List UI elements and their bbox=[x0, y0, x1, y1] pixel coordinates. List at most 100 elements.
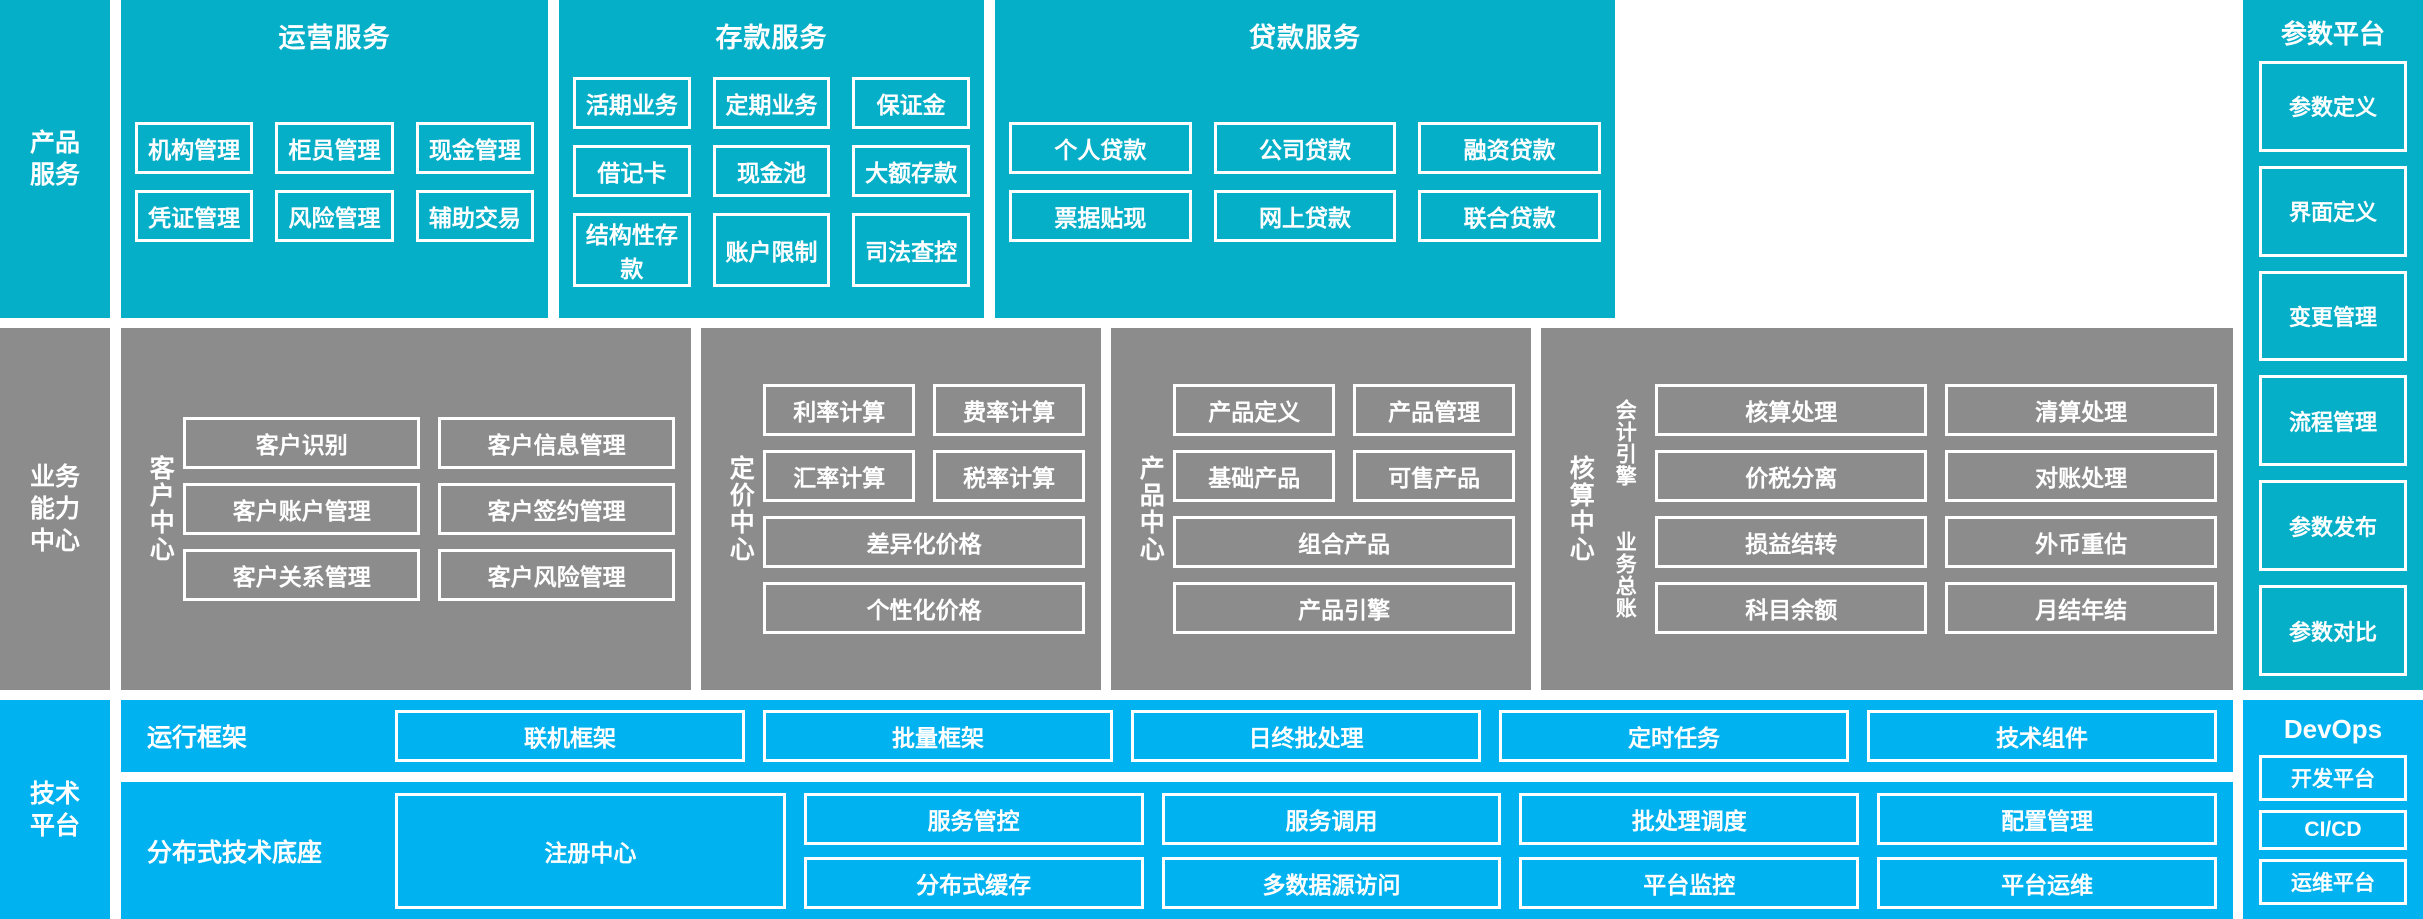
cell-foreign-currency-revaluation[interactable]: 外币重估 bbox=[1945, 516, 2217, 568]
layer-label-product-service: 产品 服务 bbox=[0, 0, 110, 318]
group-customer-center: 客户中心 客户识别 客户信息管理 客户账户管理 客户签约管理 客户关系管理 客户… bbox=[121, 328, 691, 690]
cell-org-management[interactable]: 机构管理 bbox=[135, 121, 254, 174]
layer-technology-platform: 技术 平台 运行框架 联机框架 批量框架 日终批处理 定时任务 技术组件 bbox=[0, 700, 2233, 919]
cell-risk-management[interactable]: 风险管理 bbox=[275, 189, 394, 242]
cell-sellable-product[interactable]: 可售产品 bbox=[1353, 450, 1515, 502]
rail-cell-parameter-publish[interactable]: 参数发布 bbox=[2259, 480, 2407, 572]
layer-label-business-capability: 业务 能力 中心 bbox=[0, 328, 110, 690]
cell-tax-rate-calc[interactable]: 税率计算 bbox=[933, 450, 1085, 502]
technology-platform-label-line1: 技术 bbox=[29, 779, 80, 808]
cell-account-balance[interactable]: 科目余额 bbox=[1655, 582, 1928, 634]
cell-end-of-day-batch[interactable]: 日终批处理 bbox=[1131, 710, 1481, 762]
cell-customer-info-management[interactable]: 客户信息管理 bbox=[438, 417, 675, 469]
vlabel-product-center: 产品中心 bbox=[1136, 455, 1165, 563]
cell-voucher-management[interactable]: 凭证管理 bbox=[135, 189, 254, 242]
group-accounting-center: 核算中心 会计引擎 核算处理 清算处理 价税分离 对账处理 bbox=[1541, 328, 2233, 690]
vlabel-business-ledger: 业务总账 bbox=[1613, 531, 1637, 619]
cell-distributed-cache[interactable]: 分布式缓存 bbox=[803, 856, 1144, 909]
group-product-center: 产品中心 产品定义 产品管理 基础产品 可售产品 组合产品 产品引擎 bbox=[1111, 328, 1531, 690]
cell-debit-card[interactable]: 借记卡 bbox=[573, 144, 691, 197]
panel-devops: DevOps 开发平台 CI/CD 运维平台 bbox=[2243, 700, 2423, 919]
cell-technical-component[interactable]: 技术组件 bbox=[1867, 710, 2217, 762]
rail-cell-parameter-definition[interactable]: 参数定义 bbox=[2259, 61, 2407, 152]
cell-product-management[interactable]: 产品管理 bbox=[1353, 384, 1515, 436]
cell-teller-management[interactable]: 柜员管理 bbox=[275, 121, 394, 174]
cell-structured-deposit[interactable]: 结构性存款 bbox=[573, 212, 691, 287]
cell-customer-relation-management[interactable]: 客户关系管理 bbox=[183, 549, 421, 601]
cell-product-definition[interactable]: 产品定义 bbox=[1173, 384, 1336, 436]
cell-corporate-loan[interactable]: 公司贷款 bbox=[1213, 121, 1397, 174]
layers-stack: 产品 服务 运营服务 机构管理 柜员管理 现金管理 凭证管理 风险管理 bbox=[0, 0, 2233, 919]
group-title-operation-service: 运营服务 bbox=[278, 23, 391, 53]
cell-customer-risk-management[interactable]: 客户风险管理 bbox=[438, 549, 675, 601]
cell-service-governance[interactable]: 服务管控 bbox=[803, 792, 1144, 845]
cell-exchange-rate-calc[interactable]: 汇率计算 bbox=[763, 450, 916, 502]
group-deposit-service: 存款服务 活期业务 定期业务 保证金 借记卡 现金池 大额存款 结构性存款 账户… bbox=[559, 0, 984, 318]
product-service-label-line2: 服务 bbox=[29, 161, 80, 189]
rail-cell-dev-platform[interactable]: 开发平台 bbox=[2259, 755, 2407, 801]
panel-title-parameter-platform: 参数平台 bbox=[2280, 19, 2385, 49]
cell-cash-pool[interactable]: 现金池 bbox=[712, 144, 831, 197]
cell-scheduled-task[interactable]: 定时任务 bbox=[1499, 710, 1849, 762]
layer-product-service: 产品 服务 运营服务 机构管理 柜员管理 现金管理 凭证管理 风险管理 bbox=[0, 0, 2233, 318]
cell-basic-product[interactable]: 基础产品 bbox=[1173, 450, 1336, 502]
cell-judicial-control[interactable]: 司法查控 bbox=[852, 212, 970, 287]
vlabel-accounting-center: 核算中心 bbox=[1566, 455, 1595, 563]
cell-financing-loan[interactable]: 融资贷款 bbox=[1418, 121, 1601, 174]
cell-platform-operations[interactable]: 平台运维 bbox=[1877, 856, 2217, 909]
cell-online-loan[interactable]: 网上贷款 bbox=[1213, 189, 1397, 242]
cell-batch-framework[interactable]: 批量框架 bbox=[763, 710, 1113, 762]
cell-batch-scheduling[interactable]: 批处理调度 bbox=[1519, 792, 1860, 845]
right-rail: 参数平台 参数定义 界面定义 变更管理 流程管理 参数发布 参数对比 DevOp… bbox=[2243, 0, 2423, 919]
group-loan-service: 贷款服务 个人贷款 公司贷款 融资贷款 票据贴现 网上贷款 联合贷款 bbox=[995, 0, 1615, 318]
cell-registry-center[interactable]: 注册中心 bbox=[395, 792, 786, 909]
cell-combined-product[interactable]: 组合产品 bbox=[1173, 516, 1515, 568]
cell-service-invocation[interactable]: 服务调用 bbox=[1161, 792, 1502, 845]
cell-fee-rate-calc[interactable]: 费率计算 bbox=[933, 384, 1085, 436]
group-pricing-center: 定价中心 利率计算 费率计算 汇率计算 税率计算 差异化价格 个性化价格 bbox=[701, 328, 1101, 690]
business-capability-label-line2: 能力 bbox=[29, 495, 80, 523]
cell-platform-monitoring[interactable]: 平台监控 bbox=[1519, 856, 1860, 909]
product-service-label-line1: 产品 bbox=[29, 129, 80, 157]
cell-customer-contract-management[interactable]: 客户签约管理 bbox=[438, 483, 675, 535]
cell-differentiated-pricing[interactable]: 差异化价格 bbox=[763, 516, 1085, 568]
cell-personalized-pricing[interactable]: 个性化价格 bbox=[763, 582, 1085, 634]
business-capability-label-line3: 中心 bbox=[29, 527, 80, 555]
cell-multi-datasource-access[interactable]: 多数据源访问 bbox=[1161, 856, 1502, 909]
cell-cash-management[interactable]: 现金管理 bbox=[415, 121, 534, 174]
cell-online-framework[interactable]: 联机框架 bbox=[395, 710, 745, 762]
cell-price-tax-separation[interactable]: 价税分离 bbox=[1655, 450, 1928, 502]
cell-account-restriction[interactable]: 账户限制 bbox=[712, 212, 831, 287]
cell-bill-discount[interactable]: 票据贴现 bbox=[1009, 189, 1192, 242]
rail-cell-process-management[interactable]: 流程管理 bbox=[2259, 375, 2407, 467]
cell-personal-loan[interactable]: 个人贷款 bbox=[1009, 121, 1192, 174]
cell-auxiliary-transaction[interactable]: 辅助交易 bbox=[415, 189, 534, 242]
rail-cell-change-management[interactable]: 变更管理 bbox=[2259, 270, 2407, 362]
cell-interest-rate-calc[interactable]: 利率计算 bbox=[763, 384, 916, 436]
cell-large-deposit[interactable]: 大额存款 bbox=[852, 144, 970, 197]
cell-configuration-management[interactable]: 配置管理 bbox=[1877, 792, 2217, 845]
business-capability-label-line1: 业务 bbox=[29, 463, 80, 491]
vlabel-customer-center: 客户中心 bbox=[146, 455, 175, 563]
cell-customer-account-management[interactable]: 客户账户管理 bbox=[183, 483, 421, 535]
rail-cell-cicd[interactable]: CI/CD bbox=[2259, 810, 2407, 850]
cell-month-year-end-close[interactable]: 月结年结 bbox=[1945, 582, 2217, 634]
vlabel-pricing-center: 定价中心 bbox=[726, 455, 755, 563]
cell-time-deposit[interactable]: 定期业务 bbox=[712, 76, 831, 129]
group-title-deposit-service: 存款服务 bbox=[715, 23, 828, 53]
layer-business-capability: 业务 能力 中心 客户中心 客户识别 客户信息管理 客户账户管理 客户签约管理 bbox=[0, 328, 2233, 690]
cell-reconciliation-processing[interactable]: 对账处理 bbox=[1945, 450, 2217, 502]
cell-demand-deposit[interactable]: 活期业务 bbox=[573, 76, 691, 129]
cell-customer-identification[interactable]: 客户识别 bbox=[183, 417, 421, 469]
cell-accounting-processing[interactable]: 核算处理 bbox=[1655, 384, 1928, 436]
rail-cell-interface-definition[interactable]: 界面定义 bbox=[2259, 165, 2407, 257]
cell-product-engine[interactable]: 产品引擎 bbox=[1173, 582, 1515, 634]
rail-cell-ops-platform[interactable]: 运维平台 bbox=[2259, 859, 2407, 905]
cell-syndicated-loan[interactable]: 联合贷款 bbox=[1418, 189, 1601, 242]
rail-cell-parameter-compare[interactable]: 参数对比 bbox=[2259, 585, 2407, 676]
cell-margin-deposit[interactable]: 保证金 bbox=[852, 76, 970, 129]
cell-settlement-processing[interactable]: 清算处理 bbox=[1945, 384, 2217, 436]
cell-profit-loss-carryover[interactable]: 损益结转 bbox=[1655, 516, 1928, 568]
panel-parameter-platform: 参数平台 参数定义 界面定义 变更管理 流程管理 参数发布 参数对比 bbox=[2243, 0, 2423, 690]
